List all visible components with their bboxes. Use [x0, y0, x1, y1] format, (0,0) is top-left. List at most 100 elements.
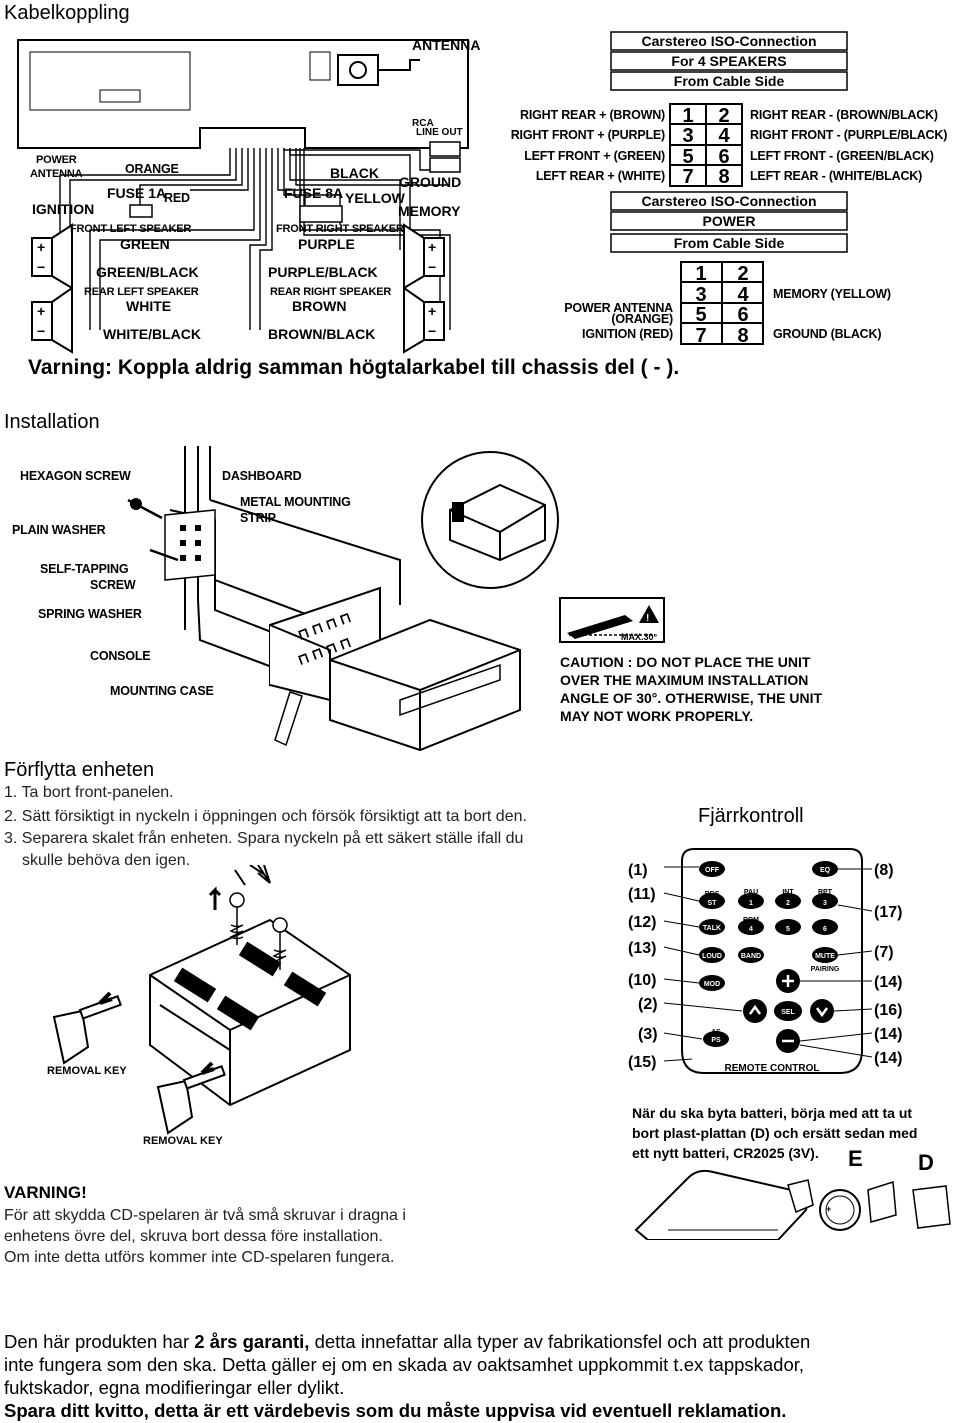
label-ground: GROUND: [399, 174, 461, 190]
svg-text:−: −: [428, 259, 436, 275]
caution-line-1: CAUTION : DO NOT PLACE THE UNIT: [560, 654, 811, 670]
button-6[interactable]: [812, 919, 838, 935]
label-hexagon-screw: HEXAGON SCREW: [20, 469, 131, 483]
wiring-warning-text: Varning: Koppla aldrig samman högtalarka…: [28, 356, 679, 379]
int-button[interactable]: [775, 893, 801, 909]
svg-text:+: +: [37, 303, 45, 319]
label-dashboard: DASHBOARD: [222, 469, 302, 483]
label-mounting-case: MOUNTING CASE: [110, 684, 214, 698]
iso-left-4: LEFT REAR + (WHITE): [536, 169, 665, 183]
callout-l6: (2): [638, 996, 658, 1013]
pairing-label: PAIRING: [811, 966, 840, 973]
warranty-p1-pre: Den här produkten har: [4, 1331, 195, 1352]
num-6-label: 6: [823, 926, 827, 933]
svg-text:−: −: [37, 259, 45, 275]
rpt-label: RPT: [818, 889, 833, 896]
battery-text-2: bort plast-plattan (D) och ersätt sedan …: [632, 1125, 917, 1141]
label-spring-washer: SPRING WASHER: [38, 607, 142, 621]
iso-right-2: RIGHT FRONT - (PURPLE/BLACK): [750, 128, 947, 142]
label-green: GREEN: [120, 236, 170, 252]
rdm-button[interactable]: [738, 919, 764, 935]
callout-l1: (1): [628, 862, 648, 879]
power-pin-3: 3: [695, 284, 706, 306]
as-label: AS: [711, 1029, 721, 1036]
prev-button[interactable]: [743, 999, 767, 1023]
move-step-3: 3. Separera skalet från enheten. Spara n…: [4, 830, 524, 847]
off-button[interactable]: [699, 861, 725, 877]
svg-text:!: !: [646, 613, 649, 624]
page-title: Kabelkoppling: [4, 2, 130, 24]
rds-st-button[interactable]: [699, 893, 725, 909]
iso-speakers-diagram: Carstereo ISO-Connection For 4 SPEAKERS …: [511, 31, 947, 188]
mod-button[interactable]: [699, 975, 725, 991]
wiring-diagram: +− +− +− +− ANTENNA RCA LINE OUT POWER A…: [17, 37, 480, 354]
off-label: OFF: [705, 867, 720, 874]
svg-text:+: +: [428, 303, 436, 319]
svg-text:−: −: [428, 323, 436, 339]
iso-right-4: LEFT REAR - (WHITE/BLACK): [750, 169, 922, 183]
removal-key-label-2: REMOVAL KEY: [143, 1135, 223, 1147]
installation-diagram: ⊓ ⊓ ⊓ ⊓ ⊓ ⊓ ⊓ ⊓ HEXAGON SCREW DASHBOARD …: [12, 446, 559, 752]
move-step-3-cont: skulle behöva den igen.: [22, 852, 191, 869]
as-ps-button[interactable]: [703, 1031, 729, 1047]
iso-right-1: RIGHT REAR - (BROWN/BLACK): [750, 108, 938, 122]
warning-line-2: enhetens övre del, skruva bort dessa för…: [4, 1228, 383, 1245]
label-power-memory: MEMORY (YELLOW): [773, 287, 891, 301]
label-strip: STRIP: [240, 511, 276, 525]
warranty-text: Den här produkten har 2 års garanti, det…: [4, 1330, 944, 1422]
rds-label: RDS: [705, 891, 720, 898]
mod-label: MOD: [704, 981, 720, 988]
talk-button[interactable]: [699, 919, 725, 935]
caution-icon: !: [559, 597, 665, 643]
next-button[interactable]: [810, 999, 834, 1023]
loud-button[interactable]: [699, 947, 725, 963]
warning-title: VARNING!: [4, 1183, 87, 1202]
battery-text-1: När du ska byta batteri, börja med att t…: [632, 1105, 912, 1121]
battery-plus: +: [826, 1204, 831, 1214]
label-purple-black: PURPLE/BLACK: [268, 264, 378, 280]
rpt-button[interactable]: [812, 893, 838, 909]
iso-power-subtitle: POWER: [703, 213, 756, 229]
num-5-label: 5: [786, 926, 790, 933]
label-brown-black: BROWN/BLACK: [268, 326, 375, 342]
label-black: BLACK: [330, 165, 379, 181]
label-plain-washer: PLAIN WASHER: [12, 523, 106, 537]
eq-button[interactable]: [812, 861, 838, 877]
svg-text:+: +: [428, 239, 436, 255]
label-screw: SCREW: [90, 578, 136, 592]
battery-diagram: När du ska byta batteri, börja med att t…: [632, 1105, 951, 1240]
warranty-p3: fuktskador, egna modifieringar eller dyl…: [4, 1377, 345, 1398]
iso-power-from-side: From Cable Side: [674, 235, 785, 251]
sel-button[interactable]: [774, 1001, 802, 1021]
loud-label: LOUD: [702, 953, 722, 960]
int-label: INT: [782, 889, 794, 896]
mute-button[interactable]: [812, 947, 838, 963]
rdm-label: RDM: [743, 917, 759, 924]
sel-label: SEL: [781, 1009, 795, 1016]
iso-left-1: RIGHT REAR + (BROWN): [520, 108, 665, 122]
talk-label: TALK: [703, 925, 721, 932]
label-ignition: IGNITION: [32, 201, 94, 217]
band-button[interactable]: [738, 947, 764, 963]
label-white: WHITE: [126, 298, 171, 314]
iso-speakers-title: Carstereo ISO-Connection: [641, 33, 816, 49]
battery-text-3: ett nytt batteri, CR2025 (3V).: [632, 1145, 819, 1161]
num-2-label: 2: [786, 900, 790, 907]
st-label: ST: [708, 900, 718, 907]
pau-label: PAU: [744, 889, 758, 896]
iso-left-2: RIGHT FRONT + (PURPLE): [511, 128, 665, 142]
max-angle-label: MAX.30°: [621, 632, 658, 642]
remote-diagram: OFF EQ RDS ST PAU INT RPT 1 2 3 TALK RDM…: [628, 848, 902, 1074]
mute-label: MUTE: [815, 953, 835, 960]
pin-7: 7: [682, 166, 693, 188]
callout-r3: (7): [874, 944, 894, 961]
label-power-ground: GROUND (BLACK): [773, 327, 881, 341]
label-brown: BROWN: [292, 298, 346, 314]
label-red: RED: [164, 191, 190, 205]
power-pin-4: 4: [737, 284, 749, 306]
button-5[interactable]: [775, 919, 801, 935]
pau-button[interactable]: [738, 893, 764, 909]
callout-r1: (8): [874, 862, 894, 879]
iso-left-3: LEFT FRONT + (GREEN): [524, 149, 665, 163]
warranty-p1-post: detta innefattar alla typer av fabrikati…: [309, 1331, 811, 1352]
